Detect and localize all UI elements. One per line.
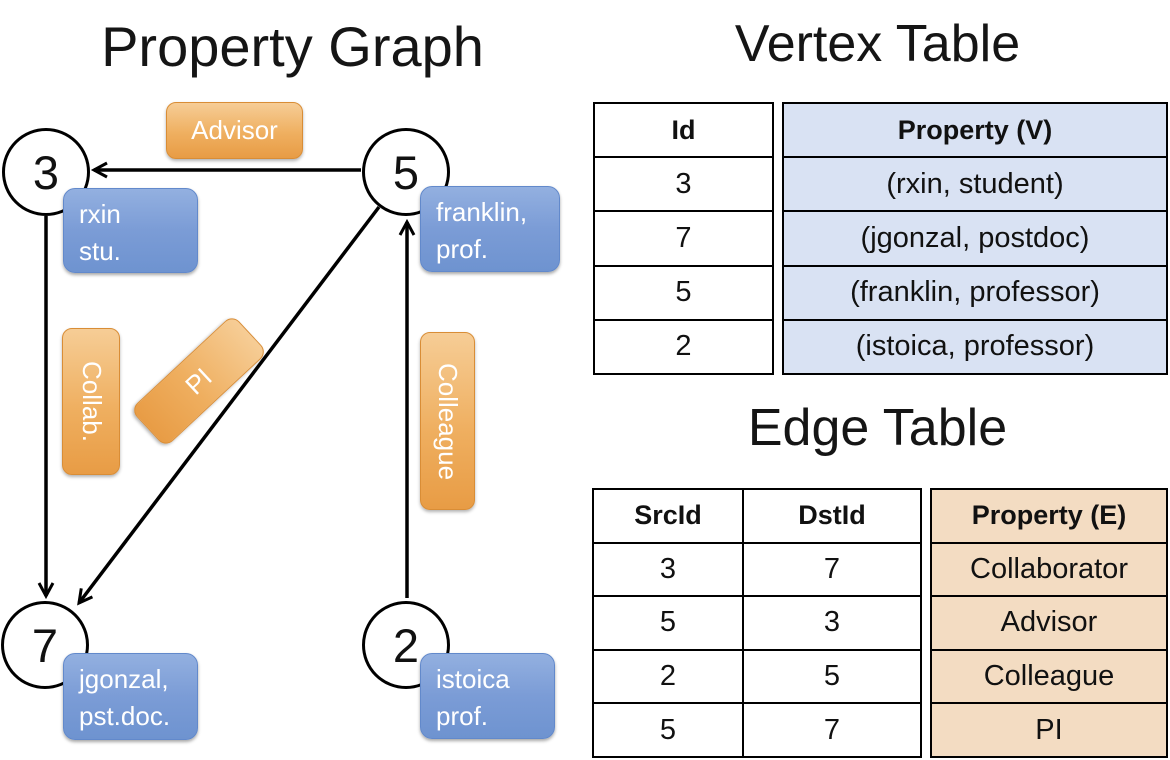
vertex-box-franklin: franklin, prof. <box>420 186 560 272</box>
table-cell: 3 <box>594 543 744 596</box>
edge-label-colleague: Colleague <box>420 332 475 510</box>
table-cell: Colleague <box>932 648 1166 703</box>
vertex-box-rxin-line1: rxin <box>79 199 121 229</box>
table-cell: PI <box>932 702 1166 756</box>
vertex-table-id-column: Id 3 7 5 2 <box>593 102 774 375</box>
table-cell: (rxin, student) <box>784 156 1166 210</box>
table-cell: 2 <box>595 318 772 373</box>
table-row: 3 7 <box>594 541 920 596</box>
edge-table-property-column: Property (E) Collaborator Advisor Collea… <box>930 488 1168 758</box>
edge-table-srcid-header: SrcId <box>594 490 744 542</box>
table-cell: (istoica, professor) <box>784 318 1166 373</box>
table-cell: 2 <box>594 650 744 703</box>
edge-label-pi-text: PI <box>179 361 218 400</box>
table-cell: Collaborator <box>932 541 1166 596</box>
edge-label-collab-text: Collab. <box>76 361 107 442</box>
table-cell: 5 <box>595 264 772 319</box>
table-cell: (franklin, professor) <box>784 264 1166 319</box>
table-cell: 5 <box>594 597 744 649</box>
table-cell: 3 <box>595 156 772 210</box>
edge-pi-line <box>77 205 381 606</box>
table-cell: (jgonzal, postdoc) <box>784 210 1166 264</box>
vertex-box-jgonzal-line1: jgonzal, <box>79 664 169 694</box>
vertex-box-franklin-line2: prof. <box>436 234 489 264</box>
vertex-box-istoica-line2: prof. <box>436 701 489 731</box>
node-3-id: 3 <box>32 145 60 199</box>
table-cell: 7 <box>595 210 772 264</box>
table-cell: 7 <box>823 552 841 585</box>
vertex-box-rxin-line2: stu. <box>79 236 121 266</box>
vertex-box-rxin: rxin stu. <box>63 188 198 273</box>
edge-table-dstid-header: DstId <box>798 500 866 531</box>
edge-label-collab: Collab. <box>62 328 120 475</box>
table-cell: 3 <box>823 606 841 639</box>
table-row: 2 5 <box>594 648 920 703</box>
vertex-table-title: Vertex Table <box>734 15 1021 73</box>
node-5-id: 5 <box>392 145 420 199</box>
graph-node-5: 5 <box>362 128 450 216</box>
edge-table-header-row: SrcId DstId <box>594 490 920 542</box>
edge-label-advisor-text: Advisor <box>191 115 278 145</box>
property-graph-title: Property Graph <box>101 15 484 78</box>
table-cell: Advisor <box>932 595 1166 649</box>
table-row: 5 3 <box>594 595 920 649</box>
table-row: 5 7 <box>594 702 920 756</box>
table-cell: 7 <box>823 713 841 746</box>
edge-label-advisor: Advisor <box>166 102 303 159</box>
edge-table-ids-columns: SrcId DstId 3 7 5 3 2 5 5 7 <box>592 488 922 758</box>
vertex-box-jgonzal-line2: pst.doc. <box>79 701 171 731</box>
vertex-table-property-header: Property (V) <box>897 114 1053 145</box>
edge-table-title: Edge Table <box>747 399 1008 457</box>
edge-table-property-header: Property (E) <box>971 500 1127 531</box>
node-2-id: 2 <box>392 618 420 672</box>
graph-node-2: 2 <box>362 601 450 689</box>
edge-label-colleague-text: Colleague <box>433 362 463 480</box>
graph-edges <box>37 161 416 606</box>
table-cell: 5 <box>594 704 744 756</box>
vertex-box-istoica: istoica prof. <box>420 653 555 739</box>
node-7-id: 7 <box>31 618 59 672</box>
vertex-table-id-header: Id <box>671 114 696 145</box>
vertex-table-property-column: Property (V) (rxin, student) (jgonzal, p… <box>782 102 1168 375</box>
table-cell: 5 <box>823 660 841 693</box>
vertex-box-jgonzal: jgonzal, pst.doc. <box>63 653 198 740</box>
vertex-box-istoica-line1: istoica <box>436 664 510 694</box>
vertex-box-franklin-line1: franklin, <box>436 197 528 227</box>
